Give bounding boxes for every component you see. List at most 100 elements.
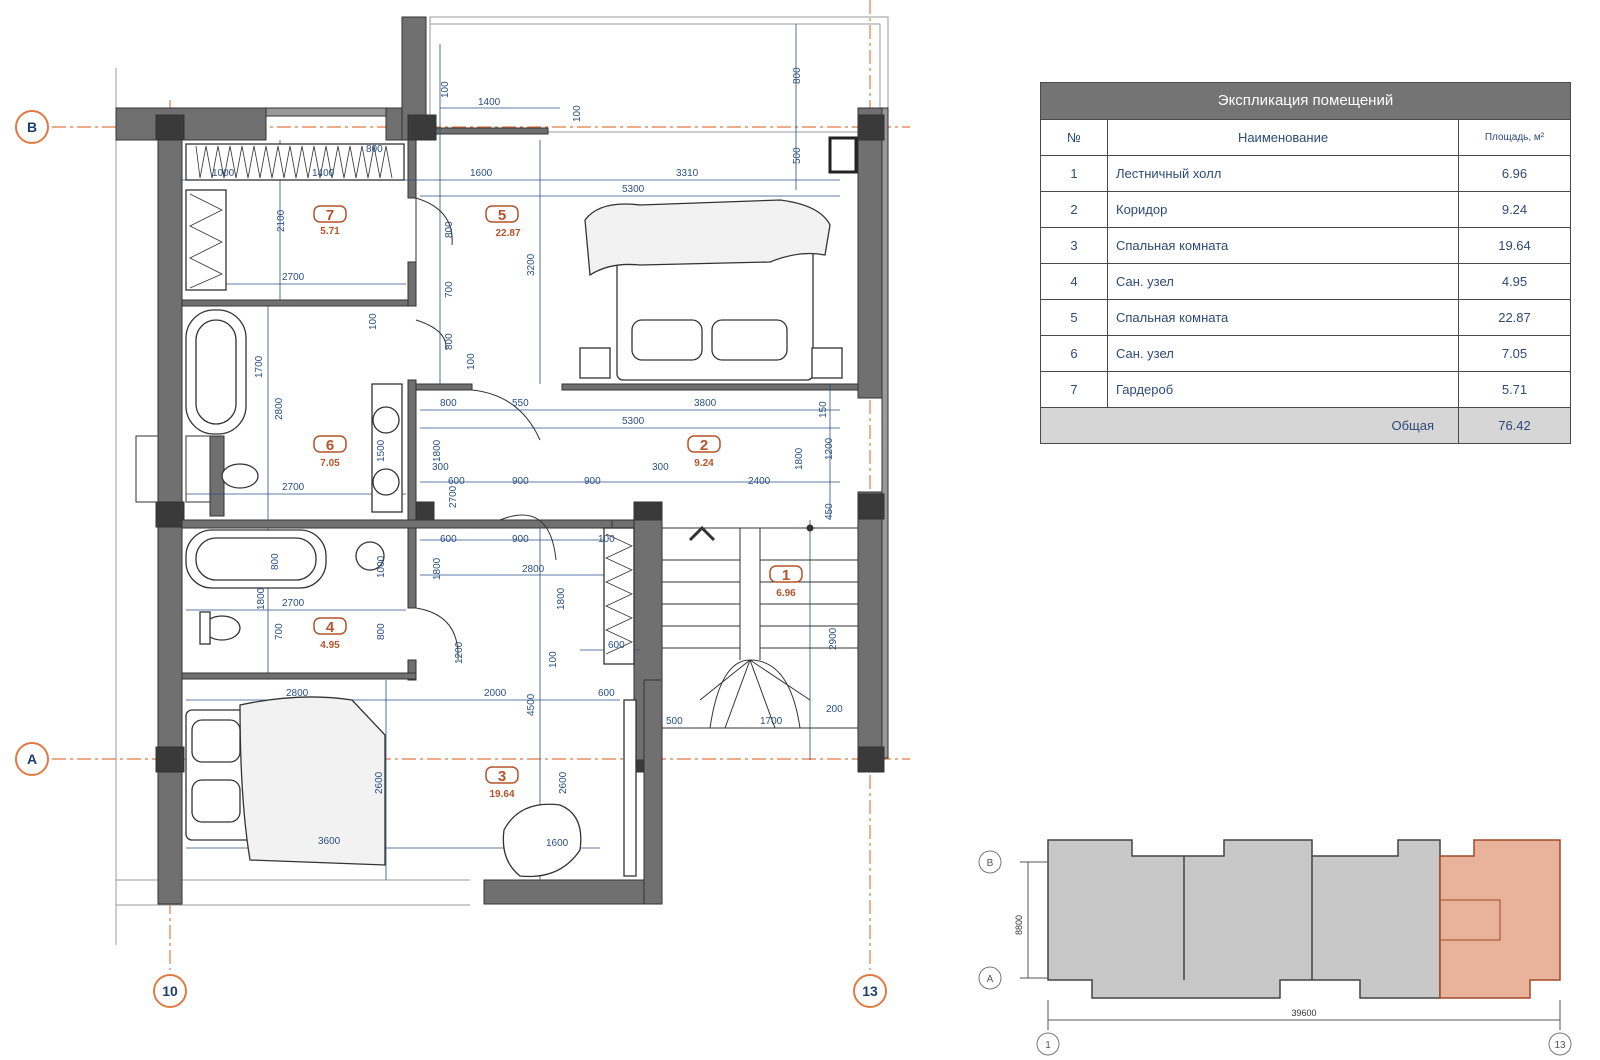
svg-text:800: 800 bbox=[270, 553, 281, 570]
table-total-row: Общая 76.42 bbox=[1040, 407, 1571, 444]
svg-text:100: 100 bbox=[368, 313, 379, 330]
svg-text:8800: 8800 bbox=[1014, 915, 1024, 935]
svg-text:800: 800 bbox=[366, 144, 383, 155]
svg-text:1000: 1000 bbox=[212, 168, 235, 179]
svg-text:1800: 1800 bbox=[432, 557, 443, 580]
svg-text:5: 5 bbox=[498, 207, 506, 224]
svg-text:600: 600 bbox=[598, 688, 615, 699]
svg-text:300: 300 bbox=[652, 462, 669, 473]
walls bbox=[115, 16, 889, 905]
svg-text:100: 100 bbox=[466, 353, 477, 370]
dimension-lines bbox=[180, 24, 858, 880]
room-marker-7: 75.71 bbox=[313, 205, 347, 237]
axis-marker-bottom: А bbox=[15, 742, 49, 776]
sink-icon bbox=[355, 541, 385, 571]
sink-icon bbox=[372, 406, 400, 434]
toilet-icon bbox=[221, 463, 259, 489]
svg-text:2700: 2700 bbox=[448, 485, 459, 508]
svg-text:2000: 2000 bbox=[484, 688, 507, 699]
svg-text:В: В bbox=[987, 858, 994, 869]
svg-text:3200: 3200 bbox=[526, 253, 537, 276]
svg-text:800: 800 bbox=[440, 398, 457, 409]
svg-text:4500: 4500 bbox=[526, 693, 537, 716]
svg-text:5300: 5300 bbox=[622, 416, 645, 427]
svg-text:100: 100 bbox=[440, 81, 451, 98]
svg-text:1500: 1500 bbox=[376, 439, 387, 462]
svg-text:3: 3 bbox=[498, 768, 506, 785]
svg-text:150: 150 bbox=[818, 401, 829, 418]
svg-text:1800: 1800 bbox=[794, 447, 805, 470]
svg-text:19.64: 19.64 bbox=[489, 789, 514, 800]
key-plan: В А 1 13 8800 39600 bbox=[978, 839, 1572, 1056]
svg-text:2800: 2800 bbox=[522, 564, 545, 575]
svg-text:В: В bbox=[27, 119, 37, 135]
svg-text:3310: 3310 bbox=[676, 168, 699, 179]
svg-text:1200: 1200 bbox=[824, 437, 835, 460]
svg-text:7: 7 bbox=[326, 207, 334, 224]
svg-text:200: 200 bbox=[826, 704, 843, 715]
svg-text:5.71: 5.71 bbox=[320, 226, 340, 237]
dimension-labels: 1400 100 800 100 1000 1400 800 1600 3310… bbox=[212, 67, 843, 849]
doors bbox=[415, 197, 557, 661]
svg-text:1800: 1800 bbox=[432, 439, 443, 462]
svg-text:3800: 3800 bbox=[694, 398, 717, 409]
svg-text:1800: 1800 bbox=[556, 587, 567, 610]
svg-text:1000: 1000 bbox=[376, 555, 387, 578]
svg-text:А: А bbox=[987, 974, 994, 985]
svg-text:1: 1 bbox=[1045, 1040, 1051, 1051]
room-marker-2: 29.24 bbox=[687, 435, 721, 469]
total-area: 76.42 bbox=[1458, 407, 1571, 444]
svg-text:500: 500 bbox=[666, 716, 683, 727]
svg-text:450: 450 bbox=[824, 503, 835, 520]
svg-text:10: 10 bbox=[162, 983, 178, 999]
svg-text:900: 900 bbox=[512, 476, 529, 487]
svg-text:13: 13 bbox=[862, 983, 878, 999]
svg-text:2900: 2900 bbox=[828, 627, 839, 650]
explication-title: Экспликация помещений bbox=[1040, 82, 1571, 119]
room-marker-4: 44.95 bbox=[313, 617, 347, 651]
svg-text:9.24: 9.24 bbox=[694, 458, 714, 469]
svg-text:600: 600 bbox=[448, 476, 465, 487]
svg-text:2600: 2600 bbox=[374, 771, 385, 794]
explication-table: Экспликация помещений № Наименование Пло… bbox=[1040, 82, 1571, 444]
svg-text:1700: 1700 bbox=[254, 355, 265, 378]
axis-marker-left: 10 bbox=[153, 974, 187, 1008]
svg-text:2800: 2800 bbox=[286, 688, 309, 699]
svg-text:900: 900 bbox=[584, 476, 601, 487]
room-marker-5: 522.87 bbox=[485, 205, 521, 239]
svg-text:500: 500 bbox=[792, 147, 803, 164]
svg-text:300: 300 bbox=[432, 462, 449, 473]
svg-text:39600: 39600 bbox=[1291, 1008, 1316, 1018]
stair-direction-icon bbox=[688, 525, 716, 542]
svg-text:6: 6 bbox=[326, 437, 334, 454]
svg-text:5300: 5300 bbox=[622, 184, 645, 195]
svg-text:900: 900 bbox=[512, 534, 529, 545]
svg-text:2: 2 bbox=[700, 437, 708, 454]
svg-text:1400: 1400 bbox=[312, 168, 335, 179]
svg-text:1700: 1700 bbox=[760, 716, 783, 727]
svg-text:2700: 2700 bbox=[282, 598, 305, 609]
svg-text:1800: 1800 bbox=[256, 587, 267, 610]
svg-text:7.05: 7.05 bbox=[320, 458, 340, 469]
room-marker-3: 319.64 bbox=[485, 766, 519, 800]
svg-text:2600: 2600 bbox=[558, 771, 569, 794]
svg-text:3600: 3600 bbox=[318, 836, 341, 847]
svg-text:2100: 2100 bbox=[276, 209, 287, 232]
svg-text:100: 100 bbox=[572, 105, 583, 122]
total-label: Общая bbox=[1040, 407, 1459, 444]
svg-text:800: 800 bbox=[792, 67, 803, 84]
svg-text:700: 700 bbox=[444, 281, 455, 298]
svg-text:1400: 1400 bbox=[478, 97, 501, 108]
svg-text:2400: 2400 bbox=[748, 476, 771, 487]
sink-icon bbox=[372, 468, 400, 496]
svg-text:600: 600 bbox=[440, 534, 457, 545]
room-markers: 16.96 29.24 319.64 44.95 522.87 67.05 75… bbox=[313, 205, 803, 800]
staircase bbox=[661, 524, 859, 729]
